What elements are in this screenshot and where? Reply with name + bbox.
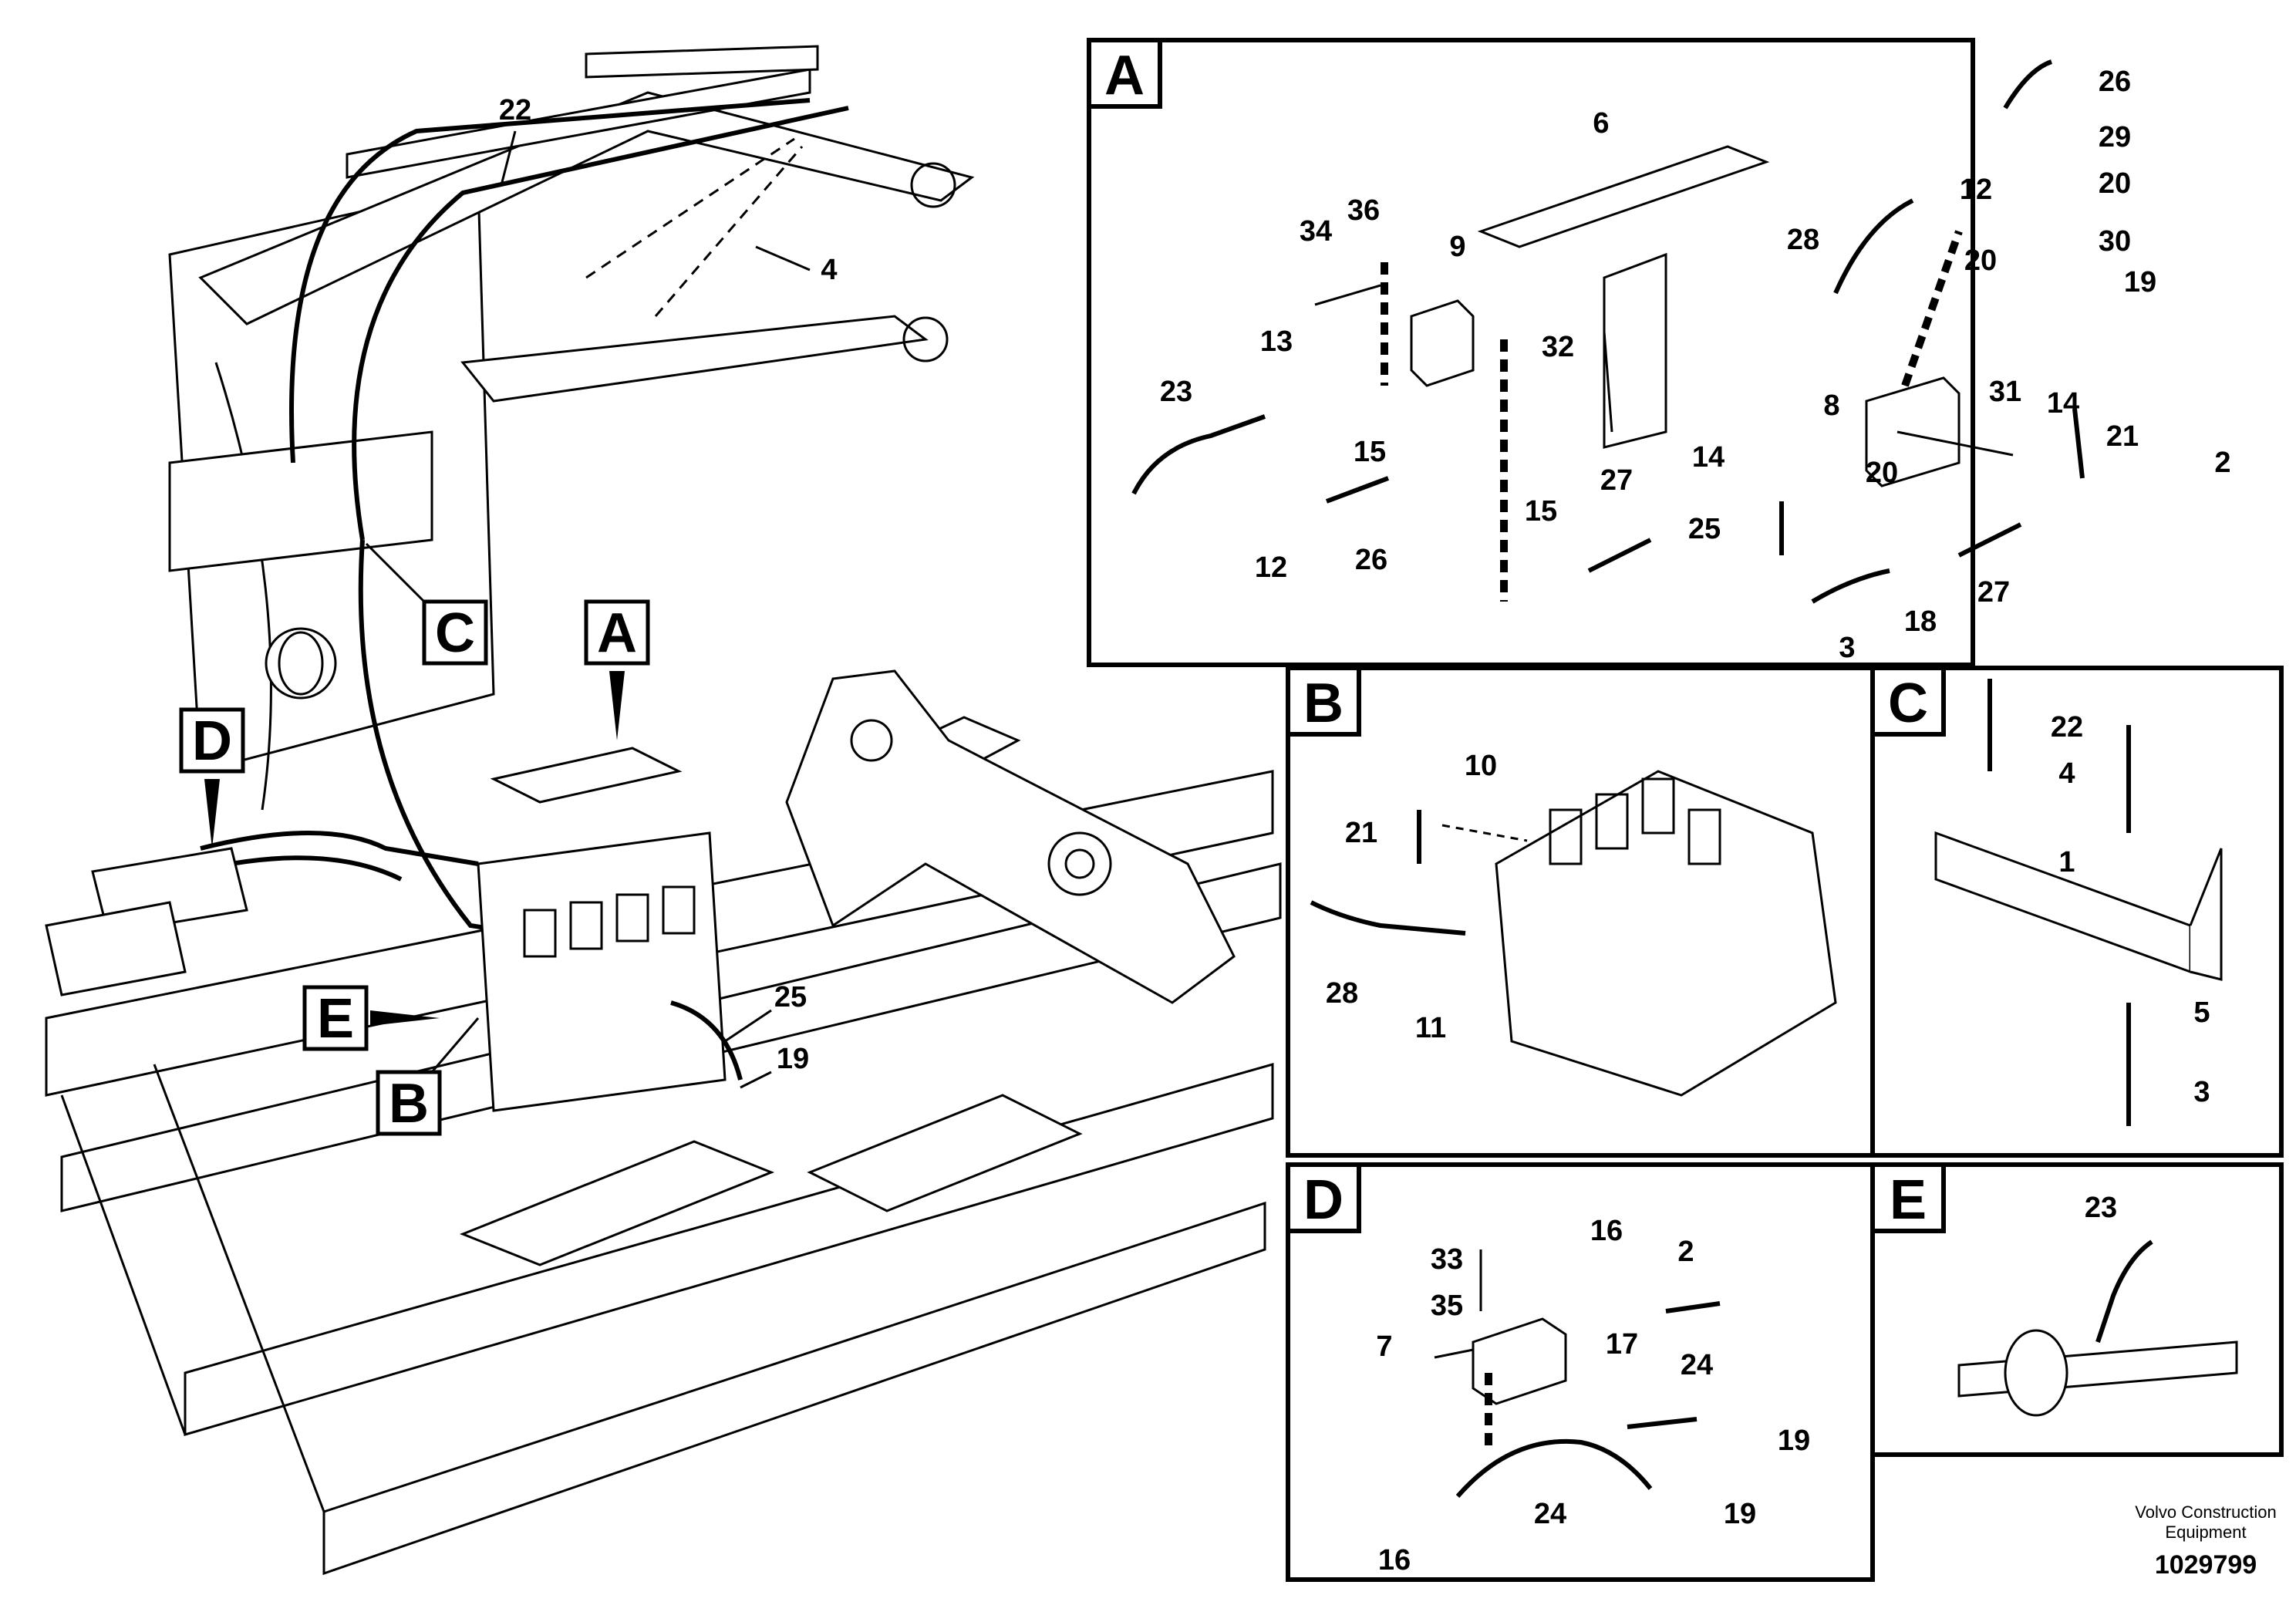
detail-panel-e: E 23 <box>1870 1162 2284 1457</box>
detail-panel-a: A <box>1087 38 2231 667</box>
brand-line-1: Volvo Construction <box>2135 1502 2276 1522</box>
detail-panel-c: C 22 4 1 5 3 <box>1870 666 2284 1158</box>
callout-box-e[interactable] <box>302 985 369 1051</box>
footer-block: Volvo Construction Equipment 1029799 <box>2135 1502 2276 1580</box>
panel-a-label-20c: 20 <box>1866 457 1898 489</box>
panel-a-label-14b: 14 <box>1692 441 1725 474</box>
panel-d-label-19b: 19 <box>1724 1498 1756 1530</box>
panel-b-label-10: 10 <box>1465 750 1497 782</box>
panel-a-label-32: 32 <box>1542 331 1574 363</box>
panel-a-label-27b: 27 <box>1977 576 2010 609</box>
panel-a-label-31: 31 <box>1989 376 2021 408</box>
panel-e-label-23: 23 <box>2085 1192 2117 1224</box>
drawing-number: 1029799 <box>2155 1550 2257 1580</box>
panel-d-label-33: 33 <box>1431 1243 1463 1276</box>
panel-a-label-36: 36 <box>1347 194 1380 227</box>
callout-box-a[interactable] <box>584 599 650 666</box>
callout-letter-c: C <box>435 602 475 664</box>
panel-d-label-16b: 16 <box>1378 1544 1411 1576</box>
panel-d-label-16a: 16 <box>1590 1215 1623 1247</box>
panel-d-label-19a: 19 <box>1778 1425 1810 1457</box>
label-25: 25 <box>774 981 807 1013</box>
panel-a-label-15b: 15 <box>1525 495 1557 528</box>
panel-a-label-25: 25 <box>1688 513 1721 545</box>
panel-c-label-4: 4 <box>2058 757 2075 790</box>
panel-a-label-20b: 20 <box>1964 244 1997 277</box>
panel-b-label-21: 21 <box>1345 817 1377 849</box>
main-callouts: C A D E B 22 4 25 19 <box>179 94 838 1136</box>
panel-d-letter: D <box>1303 1169 1344 1231</box>
panel-a-label-20a: 20 <box>2099 167 2131 200</box>
panel-c-label-1: 1 <box>2058 846 2075 878</box>
panel-a-label-2: 2 <box>2214 447 2230 479</box>
panel-a-label-27a: 27 <box>1600 464 1633 497</box>
panel-a-label-12a: 12 <box>1960 174 1992 206</box>
main-assembly-illustration <box>45 45 1282 1576</box>
panel-c-label-3: 3 <box>2193 1076 2210 1108</box>
detail-panel-b: B 10 21 28 11 <box>1286 666 1875 1158</box>
panel-a-label-26b: 26 <box>1355 544 1387 576</box>
panel-a-label-15a: 15 <box>1354 436 1386 468</box>
panel-a-label-8: 8 <box>1823 389 1839 422</box>
panel-a-label-9: 9 <box>1449 231 1465 263</box>
panel-b-letter: B <box>1303 673 1344 734</box>
panel-c-label-5: 5 <box>2193 996 2210 1029</box>
callout-letter-e: E <box>317 988 354 1050</box>
panel-a-label-21: 21 <box>2106 420 2139 453</box>
panel-d-label-17: 17 <box>1606 1328 1638 1361</box>
panel-d-label-35: 35 <box>1431 1290 1463 1322</box>
panel-c-letter: C <box>1888 673 1928 734</box>
panel-a-label-30: 30 <box>2099 225 2131 258</box>
label-22: 22 <box>499 94 531 126</box>
label-19: 19 <box>777 1043 809 1075</box>
callout-box-c[interactable] <box>422 599 488 666</box>
panel-d-label-7: 7 <box>1376 1330 1392 1363</box>
panel-a-label-3: 3 <box>1839 632 1855 664</box>
panel-a-label-13: 13 <box>1260 325 1293 358</box>
label-4: 4 <box>821 254 837 286</box>
panel-a-letter: A <box>1104 45 1145 106</box>
panel-a-label-6: 6 <box>1593 107 1609 140</box>
callout-box-b[interactable] <box>376 1070 442 1136</box>
panel-e-letter: E <box>1890 1169 1927 1231</box>
panel-a-label-18: 18 <box>1904 605 1937 638</box>
panel-a-label-26: 26 <box>2099 66 2131 98</box>
callout-letter-d: D <box>192 710 232 772</box>
callout-box-d[interactable] <box>179 707 245 774</box>
panel-d-label-24b: 24 <box>1534 1498 1566 1530</box>
panel-d-label-2: 2 <box>1677 1236 1694 1268</box>
panel-d-label-24a: 24 <box>1681 1349 1713 1381</box>
panel-b-label-11: 11 <box>1415 1012 1446 1044</box>
callout-letter-a: A <box>597 602 637 664</box>
panel-c-label-22: 22 <box>2051 711 2083 744</box>
panel-a-label-29: 29 <box>2099 121 2131 153</box>
panel-a-label-14a: 14 <box>2047 387 2079 420</box>
panel-a-label-19: 19 <box>2124 266 2156 298</box>
panel-b-label-28: 28 <box>1326 977 1358 1010</box>
brand-line-2: Equipment <box>2165 1523 2246 1542</box>
panel-a-label-12b: 12 <box>1255 551 1287 584</box>
panel-a-label-34: 34 <box>1300 215 1332 248</box>
panel-a-label-28: 28 <box>1787 224 1819 256</box>
callout-letter-b: B <box>389 1073 429 1135</box>
panel-a-label-23: 23 <box>1160 376 1192 408</box>
detail-panel-d: D 33 16 2 35 7 17 24 19 24 19 16 <box>1286 1162 1875 1582</box>
